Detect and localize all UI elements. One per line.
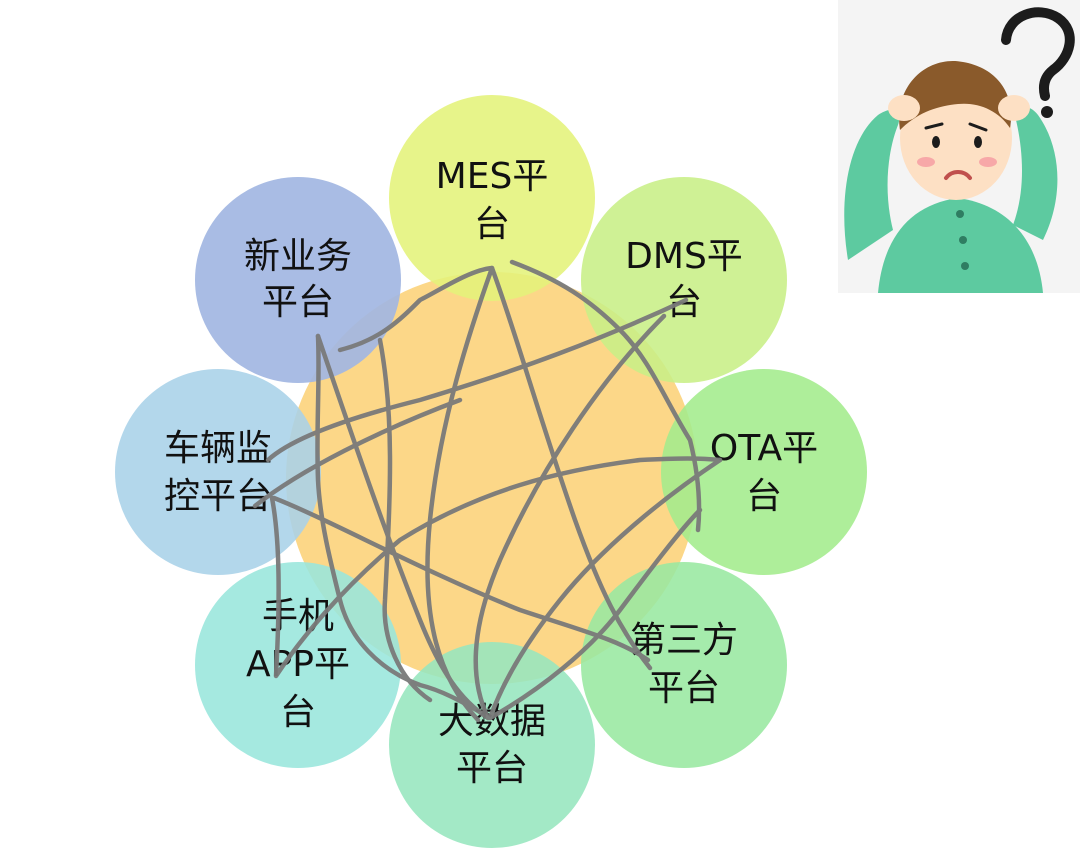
node-dms-label-1: DMS平 — [625, 236, 743, 277]
node-mes-label-2: 台 — [474, 204, 510, 245]
node-ota: OTA平 台 — [661, 369, 867, 575]
node-ota-label-2: 台 — [746, 476, 782, 517]
platform-nodes: MES平 台 DMS平 台 OTA平 台 第三方 平台 大数据 平台 手机 AP… — [115, 95, 867, 848]
node-mes-label-1: MES平 — [436, 156, 549, 197]
node-third-label-1: 第三方 — [630, 620, 738, 661]
node-bigdata-label-2: 平台 — [456, 748, 528, 789]
node-new-business: 新业务 平台 — [195, 177, 401, 383]
node-mes: MES平 台 — [389, 95, 595, 301]
node-dms: DMS平 台 — [581, 177, 787, 383]
central-hub — [286, 272, 698, 684]
tangled-connectors — [252, 259, 723, 723]
node-mobile-app: 手机 APP平 台 — [195, 562, 401, 768]
node-vehicle-monitor: 车辆监 控平台 — [115, 369, 321, 575]
confused-person-question-mark-icon — [838, 0, 1080, 293]
node-newbiz-label-2: 平台 — [262, 282, 334, 323]
node-ota-label-1: OTA平 — [710, 428, 818, 469]
node-vehicle-label-2: 控平台 — [164, 476, 272, 517]
node-big-data: 大数据 平台 — [389, 642, 595, 848]
node-app-label-3: 台 — [280, 692, 316, 733]
node-third-label-2: 平台 — [648, 668, 720, 709]
node-vehicle-label-1: 车辆监 — [164, 428, 272, 469]
node-newbiz-label-1: 新业务 — [244, 236, 352, 277]
node-third-party: 第三方 平台 — [581, 562, 787, 768]
confused-person-illustration — [838, 0, 1080, 293]
node-app-label-2: APP平 — [246, 644, 350, 685]
